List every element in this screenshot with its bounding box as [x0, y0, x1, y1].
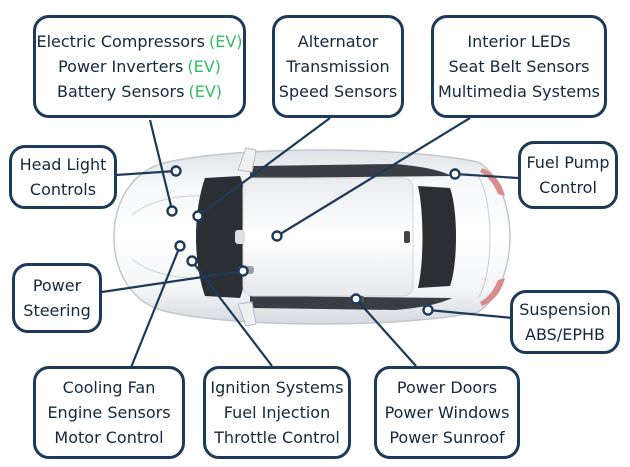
connector-lines [101, 117, 519, 371]
connector-ev [148, 119, 174, 211]
callout-line: Suspension [519, 300, 611, 319]
connector-alternator [197, 117, 331, 217]
callout-line: Battery Sensors(EV) [56, 82, 223, 101]
side-window-bottom [250, 296, 452, 310]
callout-line: Engine Sensors [47, 403, 171, 422]
car-body [113, 147, 511, 327]
callout-line: Cooling Fan [62, 378, 156, 397]
dot-ev [166, 205, 178, 217]
connector-fuel-pump [454, 172, 519, 180]
callout-interior: Interior LEDs Seat Belt Sensors Multimed… [431, 15, 607, 118]
callout-line: Ignition Systems [210, 378, 344, 397]
dot-suspension [422, 304, 434, 316]
rear-window [418, 186, 456, 288]
callout-line: Power [32, 276, 82, 295]
connector-power-steering [101, 269, 244, 294]
car-roof [242, 177, 414, 297]
callout-line: Power Inverters(EV) [58, 57, 221, 76]
callout-line: Electric Compressors(EV) [36, 32, 243, 51]
connector-ignition [191, 260, 273, 367]
ev-tag: (EV) [209, 32, 243, 51]
callout-cooling-fan: Cooling Fan Engine Sensors Motor Control [33, 366, 185, 459]
callout-line: Alternator [297, 32, 379, 51]
connector-suspension [427, 308, 514, 320]
connector-power-doors [355, 298, 417, 367]
callout-alternator: Alternator Transmission Speed Sensors [272, 15, 404, 118]
windshield [196, 176, 248, 298]
dot-ignition [186, 255, 198, 267]
hood-crease [131, 195, 201, 216]
ev-tag: (EV) [187, 57, 221, 76]
ev-tag: (EV) [188, 82, 223, 101]
side-window-top [250, 164, 452, 178]
callout-line: Controls [29, 180, 97, 199]
connector-cooling-fan [128, 245, 182, 371]
callout-power-steering: Power Steering [12, 263, 102, 333]
trunk-line [477, 175, 491, 299]
dot-power-steering [237, 265, 249, 277]
callout-line: Motor Control [54, 428, 164, 447]
dot-head-light [170, 165, 182, 177]
callout-line: Head Light [19, 155, 107, 174]
callout-line: Seat Belt Sensors [448, 57, 590, 76]
mirror-top [237, 147, 257, 173]
callout-line: Fuel Pump [526, 153, 610, 172]
connector-dots [166, 165, 461, 316]
roof-handle [404, 231, 410, 243]
dot-interior [271, 230, 283, 242]
callout-line: Speed Sensors [278, 82, 398, 101]
dot-cooling-fan [174, 240, 186, 252]
callout-line: Interior LEDs [467, 32, 571, 51]
connector-interior [276, 117, 471, 237]
connector-head-light [115, 169, 177, 177]
dash-item [235, 230, 245, 244]
callout-line: Fuel Injection [223, 403, 331, 422]
callout-fuel-pump: Fuel Pump Control [518, 141, 618, 209]
callout-line: Power Sunroof [389, 428, 505, 447]
tail-light-bottom [480, 278, 505, 306]
callout-line: Power Doors [396, 378, 498, 397]
callout-line: Power Windows [384, 403, 510, 422]
callout-line: Throttle Control [214, 428, 340, 447]
callout-line: ABS/EPHB [525, 325, 605, 344]
callout-line: Multimedia Systems [437, 82, 601, 101]
dot-fuel-pump [449, 168, 461, 180]
callout-ignition: Ignition Systems Fuel Injection Throttle… [203, 366, 351, 459]
dot-alternator [192, 210, 204, 222]
callout-suspension: Suspension ABS/EPHB [510, 290, 620, 354]
callout-power-doors: Power Doors Power Windows Power Sunroof [374, 366, 520, 459]
callout-line: Control [539, 178, 597, 197]
mirror-bottom [237, 301, 257, 327]
callout-line: Steering [23, 301, 91, 320]
callout-line: Transmission [286, 57, 390, 76]
callout-ev-components: Electric Compressors(EV) Power Inverters… [33, 15, 246, 118]
dot-power-doors [350, 293, 362, 305]
callout-head-light: Head Light Controls [9, 145, 117, 209]
